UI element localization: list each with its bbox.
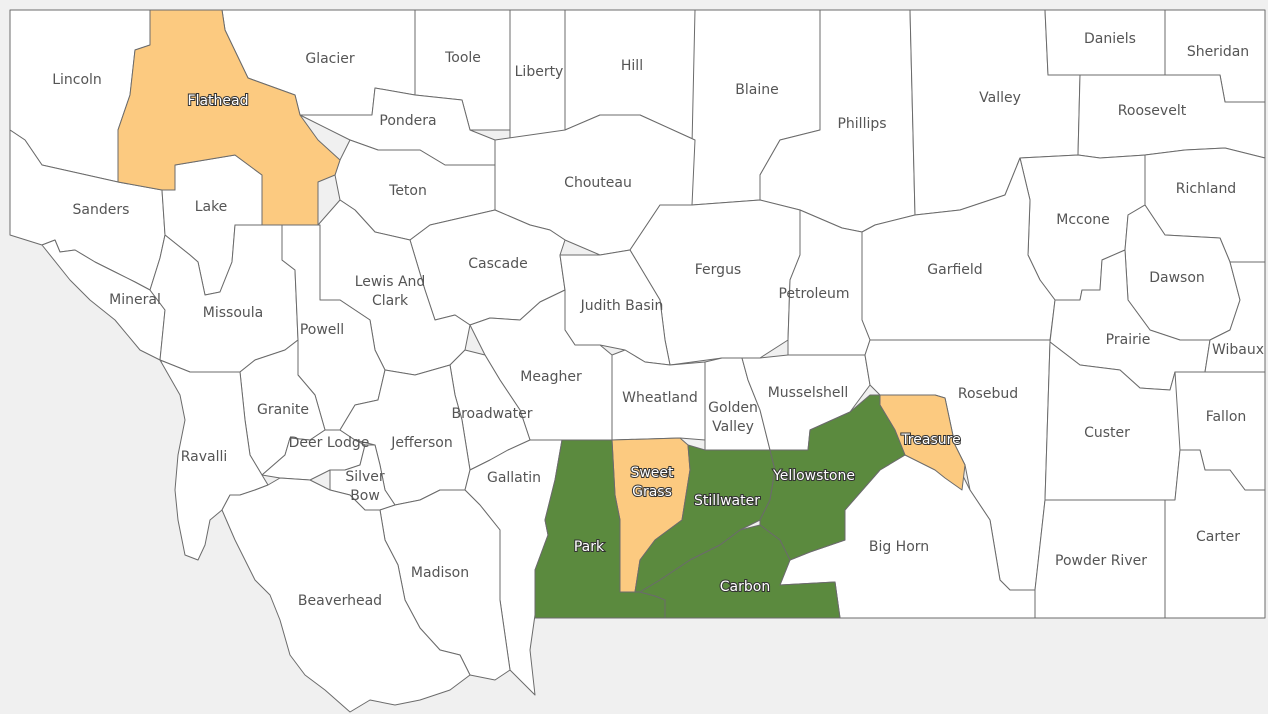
county-wibaux[interactable] [1204,261,1266,373]
county-wheatland[interactable] [611,349,706,441]
county-carbon[interactable] [639,524,841,619]
county-flathead[interactable] [117,9,341,226]
county-beaverhead[interactable] [221,477,471,713]
county-powder-river[interactable] [1034,499,1166,619]
county-petroleum[interactable] [787,209,871,356]
county-daniels[interactable] [1044,9,1166,76]
county-carter[interactable] [1164,449,1266,619]
county-yellowstone[interactable] [759,394,906,561]
county-liberty[interactable] [509,9,566,141]
